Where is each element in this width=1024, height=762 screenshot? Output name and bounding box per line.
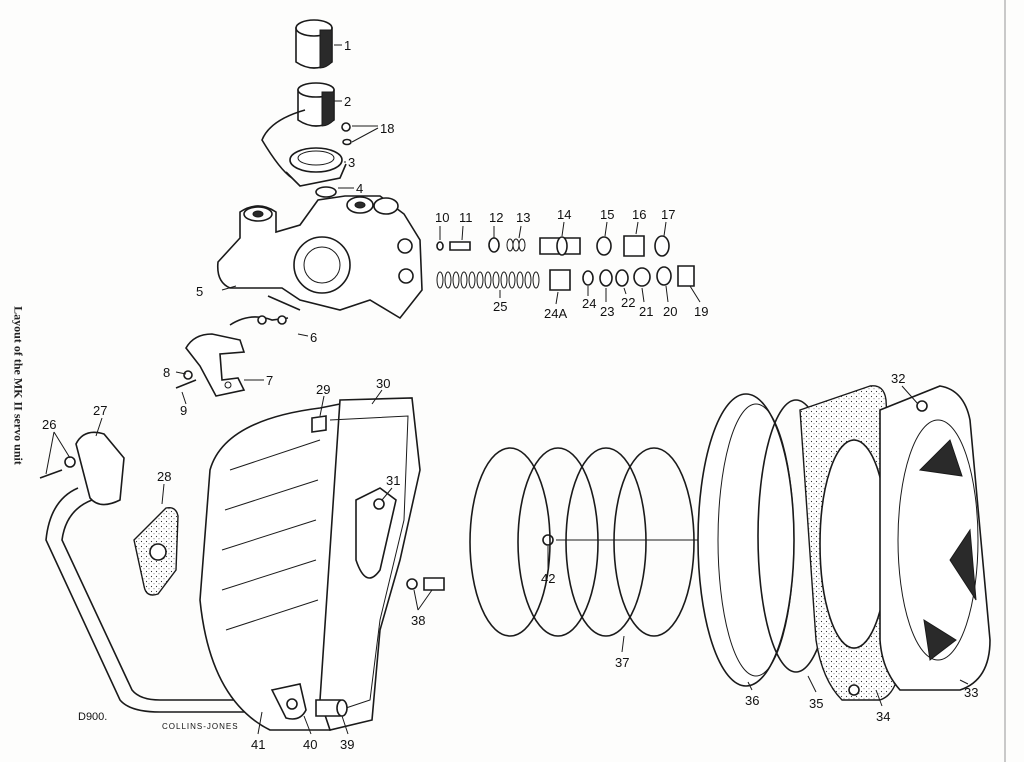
part-end-cover: [879, 385, 991, 691]
part-pipe: [45, 487, 268, 713]
label-39: 39: [340, 737, 354, 752]
label-20: 20: [663, 304, 677, 319]
label-5: 5: [196, 284, 203, 299]
label-1: 1: [344, 38, 351, 53]
label-17: 17: [661, 207, 675, 222]
label-35: 35: [809, 696, 823, 711]
label-15: 15: [600, 207, 614, 222]
label-29: 29: [316, 382, 330, 397]
part-bolt-washer: [406, 534, 554, 591]
part-sleeve: [297, 82, 335, 127]
label-41: 41: [251, 737, 265, 752]
label-33: 33: [964, 685, 978, 700]
label-6: 6: [310, 330, 317, 345]
label-42: 42: [541, 571, 555, 586]
part-gasket: [133, 506, 179, 596]
label-32: 32: [891, 371, 905, 386]
artist-credit: COLLINS-JONES: [162, 722, 239, 731]
label-22: 22: [621, 295, 635, 310]
label-14: 14: [557, 207, 571, 222]
label-40: 40: [303, 737, 317, 752]
label-8: 8: [163, 365, 170, 380]
label-28: 28: [157, 469, 171, 484]
label-4: 4: [356, 181, 363, 196]
label-34: 34: [876, 709, 890, 724]
label-37: 37: [615, 655, 629, 670]
part-mounting-bracket: [270, 683, 348, 720]
page-edge: [1004, 0, 1006, 762]
part-clamp: [261, 109, 347, 187]
part-row-upper: [436, 235, 670, 257]
label-12: 12: [489, 210, 503, 225]
leader-lines: [45, 44, 969, 735]
label-19: 19: [694, 304, 708, 319]
label-21: 21: [639, 304, 653, 319]
part-lever: [229, 295, 301, 326]
part-o-ring: [315, 186, 337, 198]
label-36: 36: [745, 693, 759, 708]
part-cap: [295, 19, 333, 69]
label-31: 31: [386, 473, 400, 488]
label-2: 2: [344, 94, 351, 109]
label-30: 30: [376, 376, 390, 391]
label-23: 23: [600, 304, 614, 319]
label-25: 25: [493, 299, 507, 314]
part-drum-shell: [199, 397, 421, 731]
label-10: 10: [435, 210, 449, 225]
label-24: 24: [582, 296, 596, 311]
part-valve-body: [216, 195, 423, 320]
part-screw-washer: [341, 122, 352, 146]
label-24a: 24A: [544, 306, 567, 321]
part-washer: [183, 370, 193, 380]
label-38: 38: [411, 613, 425, 628]
label-18: 18: [380, 121, 394, 136]
label-9: 9: [180, 403, 187, 418]
label-11: 11: [459, 210, 473, 225]
part-flange-and-bolts: [39, 431, 125, 506]
part-bolt: [175, 379, 197, 389]
part-labels: 1 2 18 3 4 5 6 7 8 9 10 11 12 13 14 15 1…: [42, 38, 978, 752]
label-16: 16: [632, 207, 646, 222]
part-spring: [469, 447, 700, 637]
part-row-lower: [436, 265, 695, 291]
label-3: 3: [348, 155, 355, 170]
label-27: 27: [93, 403, 107, 418]
label-13: 13: [516, 210, 530, 225]
label-7: 7: [266, 373, 273, 388]
label-26: 26: [42, 417, 56, 432]
drawing-code: D900.: [78, 711, 107, 723]
part-bracket: [185, 333, 246, 397]
